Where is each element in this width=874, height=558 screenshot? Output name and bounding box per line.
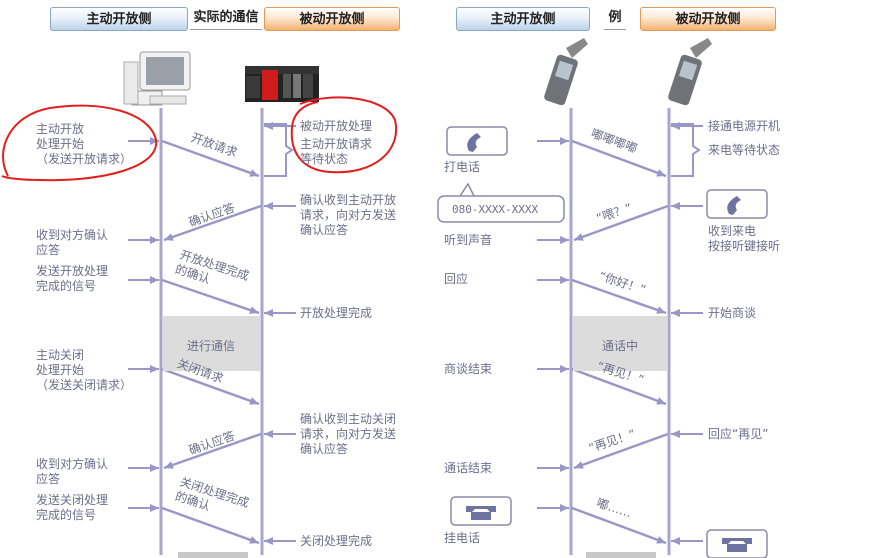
phone-receiver-icon [706,529,768,558]
callee-label: 接通电源开机 [708,119,781,133]
passive-label: 主动开放请求 等待状态 [300,137,373,166]
callee-label: 开始商谈 [708,306,757,320]
active-label: 主动开放 处理开始 （发送开放请求） [36,122,133,166]
caller-label: 回应 [444,272,469,286]
number-bubble [437,182,565,223]
active-label: 收到对方确认 应答 [36,228,109,257]
callee-label: 回应“再见” [708,427,769,441]
active-label: 发送关闭处理 完成的信号 [36,493,109,522]
header-callee-right: 被动开放侧 [640,7,776,31]
phone-receiver-icon [706,189,768,219]
phone-number: 080-XXXX-XXXX [452,203,539,216]
communication-label: 进行通信 [186,339,235,353]
phone-receiver-icon [446,126,508,156]
caller-label: 打电话 [444,160,481,174]
in-call-label: 通话中 [601,339,638,353]
flip-phone-icon [544,38,588,106]
communication-region [163,316,260,371]
header-middle-right: 例 [604,7,626,30]
passive-label: 确认收到主动开放 请求，向对方发送 确认应答 [300,193,397,237]
caller-label: 挂电话 [444,531,481,545]
callee-label: 来电等待状态 [708,143,781,157]
desktop-computer-icon [123,51,191,106]
header-caller-right: 主动开放侧 [456,7,590,31]
passive-label: 被动开放处理 [300,119,373,133]
passive-label: 确认收到主动关闭 请求，向对方发送 确认应答 [300,412,397,456]
callee-label: 收到来电 按接听键接听 [708,224,781,253]
flip-phone-icon [668,38,712,106]
passive-label: 关闭处理完成 [300,534,373,548]
passive-label: 开放处理完成 [300,306,373,320]
header-middle-left: 实际的通信 [190,7,262,30]
caller-label: 听到声音 [444,233,493,247]
plc-device-icon [245,66,319,102]
caller-label: 商谈结束 [444,362,493,376]
header-passive-left: 被动开放侧 [264,7,400,31]
in-call-region [573,316,668,371]
red-annotation-left [1,104,158,182]
active-label: 收到对方确认 应答 [36,457,109,486]
caller-label: 通话结束 [444,461,493,475]
active-label: 主动关闭 处理开始 （发送关闭请求） [36,348,133,392]
header-active-left: 主动开放侧 [50,7,188,31]
red-annotation-right [290,96,398,174]
phone-receiver-icon [450,496,512,526]
active-label: 发送开放处理 完成的信号 [36,264,109,293]
